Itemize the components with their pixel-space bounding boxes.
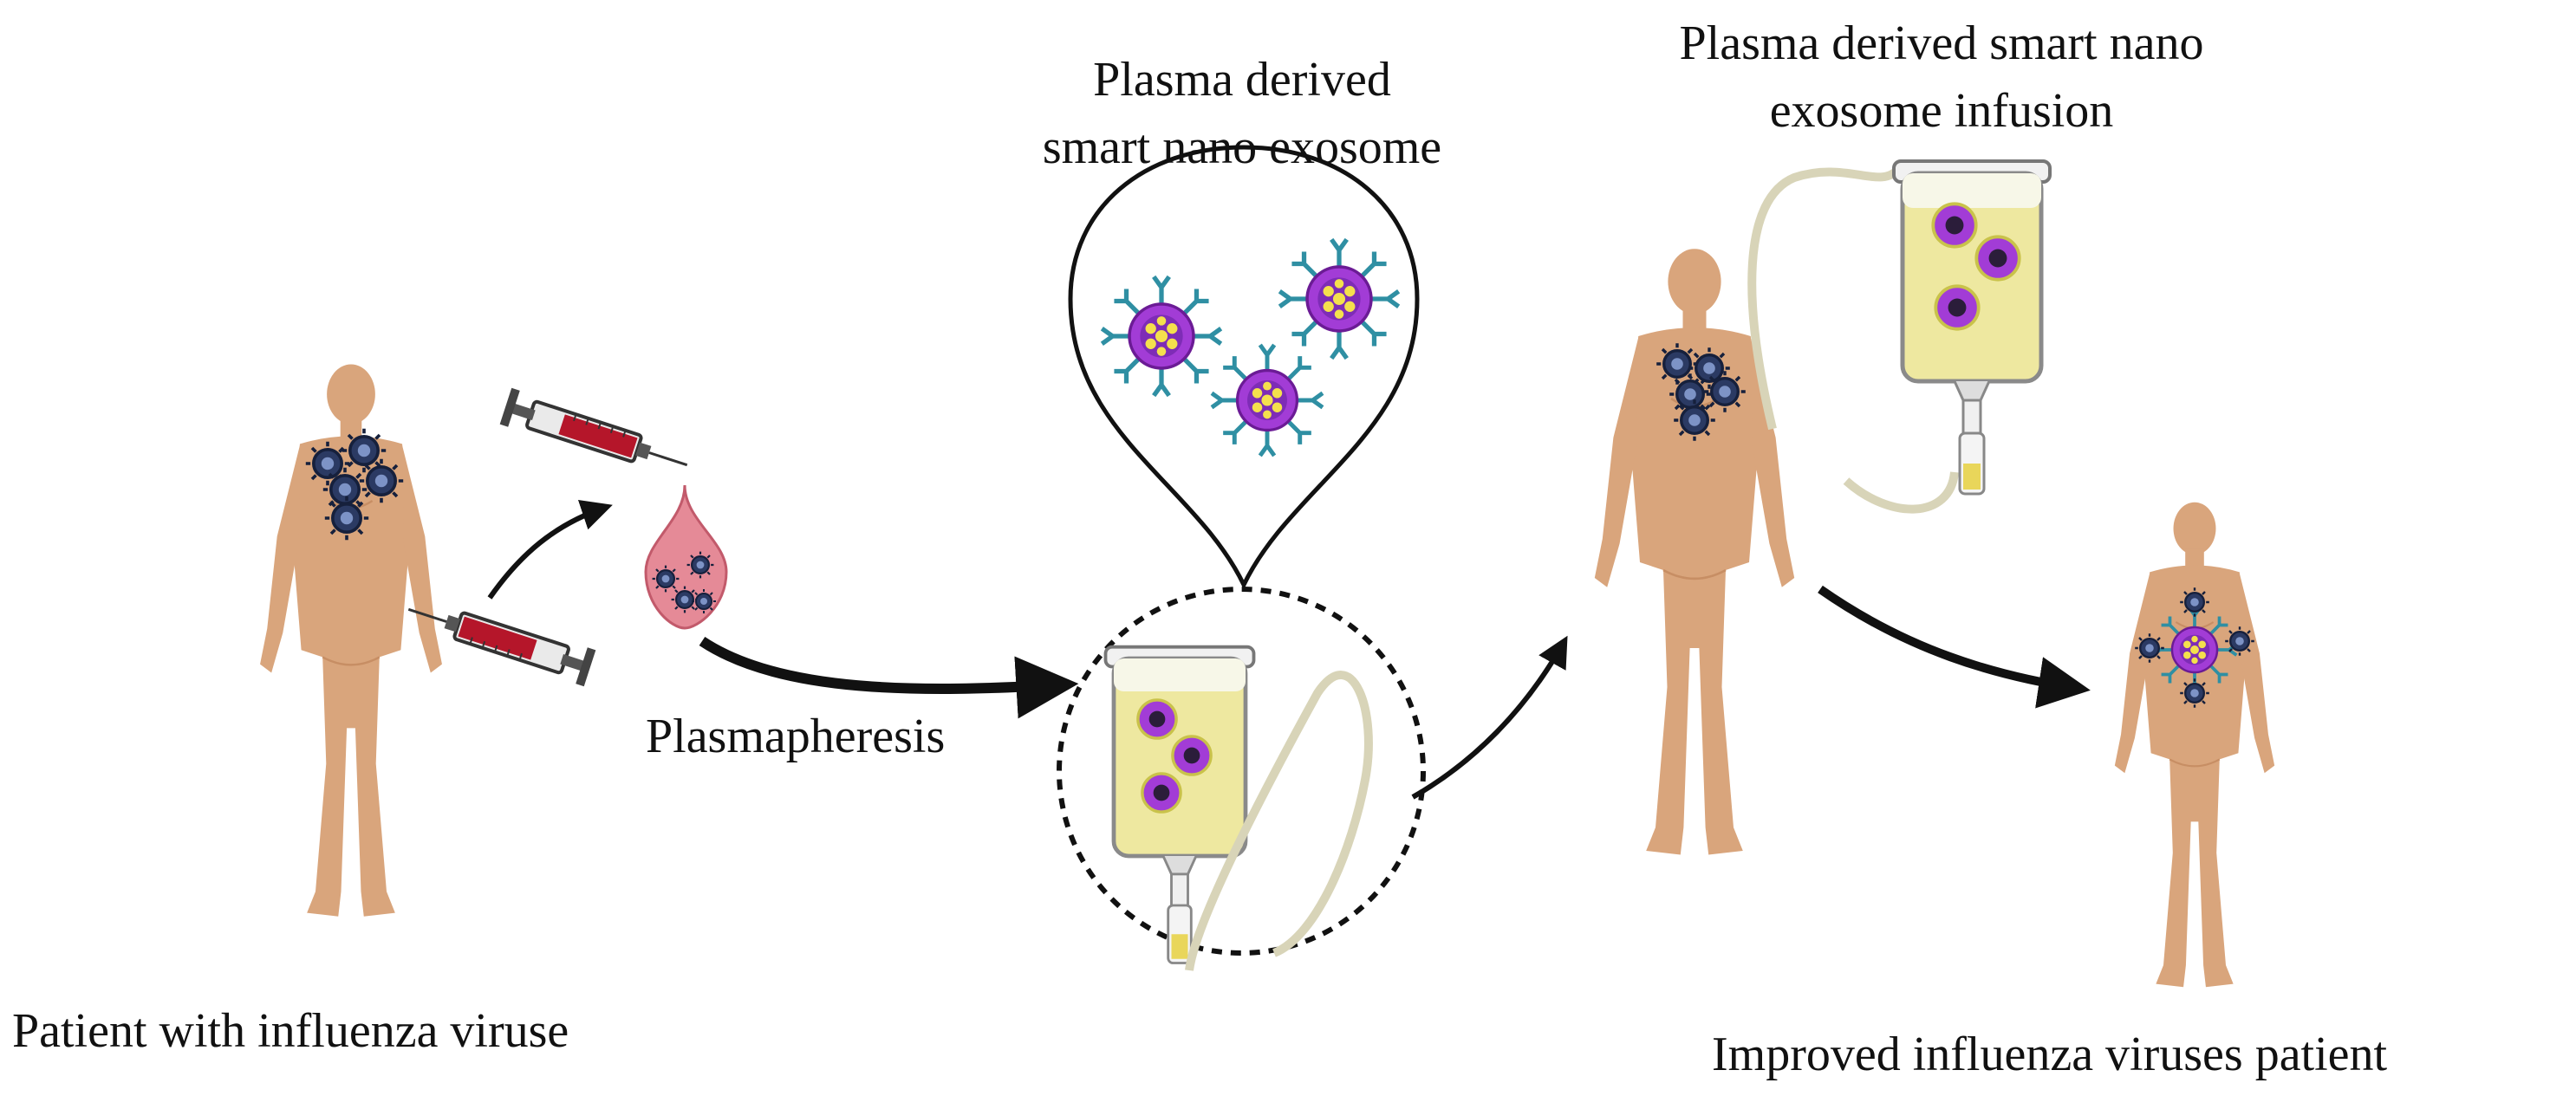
infusion-label-line2: exosome infusion [1770, 84, 2114, 138]
infusion-label-line1: Plasma derived smart nano [1680, 16, 2204, 70]
patient-figure-receiving-infusion [1593, 247, 1796, 856]
infusion-bag-icon [1747, 161, 2050, 514]
improved-patient-label: Improved influenza viruses patient [1712, 1028, 2388, 1081]
plasma-bag-dotted-circle [1057, 587, 1426, 956]
exosome-label-line2: smart nano exosome [1043, 120, 1441, 174]
arrow-to-improved-patient [1818, 585, 2091, 709]
blood-droplet-icon [644, 484, 728, 630]
patient-figure-improved [2113, 501, 2276, 989]
exosome-magnified-bubble [1068, 145, 1420, 590]
syringe-icon-upper [498, 386, 695, 485]
patient-with-virus-label: Patient with influenza viruse [12, 1004, 569, 1058]
plasmapheresis-label: Plasmapheresis [646, 710, 945, 763]
arrow-to-plasma-bag [699, 637, 1079, 719]
arrow-to-infusion [1411, 635, 1568, 800]
exosome-label-line1: Plasma derived [1093, 53, 1391, 107]
plasma-bag-icon [1106, 647, 1373, 971]
arrow-to-syringe [487, 500, 613, 600]
